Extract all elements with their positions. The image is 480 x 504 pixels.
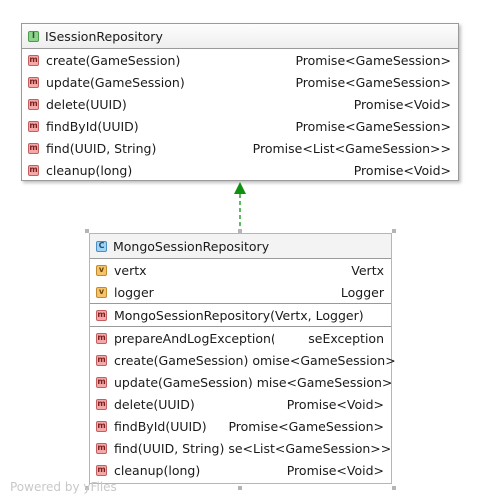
method-name: create(GameSession) — [114, 352, 249, 368]
class-header: C MongoSessionRepository — [90, 234, 391, 259]
method-icon: m — [28, 98, 39, 110]
method-row[interactable]: m create(GameSession)omise<GameSession> — [90, 349, 396, 371]
method-row[interactable]: m find(UUID, String) Promise<List<GameSess… — [22, 137, 458, 159]
method-type: mise<GameSession> — [256, 374, 393, 390]
method-icon: m — [96, 332, 107, 344]
method-row[interactable]: m create(GameSession) Promise<GameSession> — [22, 49, 458, 71]
method-icon: m — [28, 54, 39, 66]
watermark: Powered by yFiles — [10, 480, 117, 494]
method-name: prepareAndLogException(Map) — [114, 330, 274, 346]
method-type: Promise<Void> — [286, 396, 384, 412]
constructor-divider — [90, 326, 391, 327]
method-row[interactable]: m cleanup(long) Promise<Void> — [90, 459, 391, 481]
method-name: delete(UUID) — [114, 396, 195, 412]
method-icon: m — [28, 164, 39, 176]
method-type: Promise<GameSession> — [295, 52, 451, 68]
selection-handle-top-left[interactable] — [85, 229, 89, 233]
method-icon: m — [96, 354, 107, 366]
method-icon: m — [96, 442, 107, 454]
method-row[interactable]: m delete(UUID) Promise<Void> — [22, 93, 458, 115]
method-name: cleanup(long) — [114, 462, 201, 478]
method-name: update(GameSession) — [114, 374, 253, 390]
realization-arrowhead — [234, 182, 246, 194]
method-type: Promise<Void> — [353, 96, 451, 112]
method-icon: m — [96, 420, 107, 432]
method-row[interactable]: m findById(UUID) Promise<GameSession> — [90, 415, 391, 437]
selection-handle-bottom-right[interactable] — [392, 486, 396, 490]
method-name: findById(UUID) — [46, 118, 139, 134]
method-name: find(UUID, String) — [46, 140, 157, 156]
method-name: find(UUID, String) — [114, 440, 225, 456]
method-icon: m — [96, 464, 107, 476]
method-row[interactable]: m cleanup(long) Promise<Void> — [22, 159, 458, 181]
method-name: cleanup(long) — [46, 162, 133, 178]
method-icon: m — [96, 398, 107, 410]
method-type: Promise<GameSession> — [295, 118, 451, 134]
class-icon: C — [96, 240, 107, 252]
field-icon: v — [96, 264, 107, 276]
interface-title: ISessionRepository — [45, 28, 163, 44]
method-name: update(GameSession) — [46, 74, 185, 90]
interface-icon: I — [28, 30, 39, 42]
method-type: se<List<GameSession>> — [228, 440, 392, 456]
field-name: logger — [114, 284, 154, 300]
method-type: Promise<GameSession> — [228, 418, 384, 434]
method-row[interactable]: m update(GameSession)mise<GameSession> — [90, 371, 393, 393]
field-icon: v — [96, 286, 107, 298]
method-type: Promise<GameSession> — [295, 74, 451, 90]
method-icon: m — [28, 142, 39, 154]
class-methods: mprepareAndLogException(Map)seExceptionm… — [90, 327, 396, 481]
method-icon: m — [96, 309, 107, 321]
fields-divider — [90, 303, 391, 304]
selection-handle-top[interactable] — [238, 229, 242, 233]
constructor-row[interactable]: m MongoSessionRepository(Vertx, Logger) — [90, 304, 391, 326]
method-type: Promise<List<GameSession>> — [252, 140, 451, 156]
method-type: seException — [308, 330, 384, 346]
class-title: MongoSessionRepository — [113, 238, 270, 254]
selection-handle-bottom[interactable] — [238, 486, 242, 490]
method-icon: m — [28, 120, 39, 132]
field-type: Logger — [340, 284, 384, 300]
method-row[interactable]: m findById(UUID) Promise<GameSession> — [22, 115, 458, 137]
method-icon: m — [96, 376, 107, 388]
method-row[interactable]: m prepareAndLogException(Map) seException — [90, 327, 391, 349]
interface-isessionrepository[interactable]: I ISessionRepository m create(GameSession… — [21, 23, 459, 181]
method-name: delete(UUID) — [46, 96, 127, 112]
constructor-name: MongoSessionRepository(Vertx, Logger) — [114, 307, 364, 323]
interface-methods: m create(GameSession) Promise<GameSession>… — [22, 49, 458, 181]
method-name: create(GameSession) — [46, 52, 181, 68]
method-type: Promise<Void> — [286, 462, 384, 478]
field-type: Vertx — [351, 262, 384, 278]
field-name: vertx — [114, 262, 147, 278]
method-icon: m — [28, 76, 39, 88]
method-row[interactable]: m delete(UUID) Promise<Void> — [90, 393, 391, 415]
method-type: omise<GameSession> — [252, 352, 396, 368]
method-row[interactable]: m update(GameSession) Promise<GameSession> — [22, 71, 458, 93]
selection-handle-top-right[interactable] — [392, 229, 396, 233]
interface-header: I ISessionRepository — [22, 24, 458, 49]
selection-handle-bottom-left[interactable] — [85, 486, 89, 490]
method-name: findById(UUID) — [114, 418, 207, 434]
method-row[interactable]: m find(UUID, String)se<List<GameSession>> — [90, 437, 391, 459]
method-type: Promise<Void> — [353, 162, 451, 178]
